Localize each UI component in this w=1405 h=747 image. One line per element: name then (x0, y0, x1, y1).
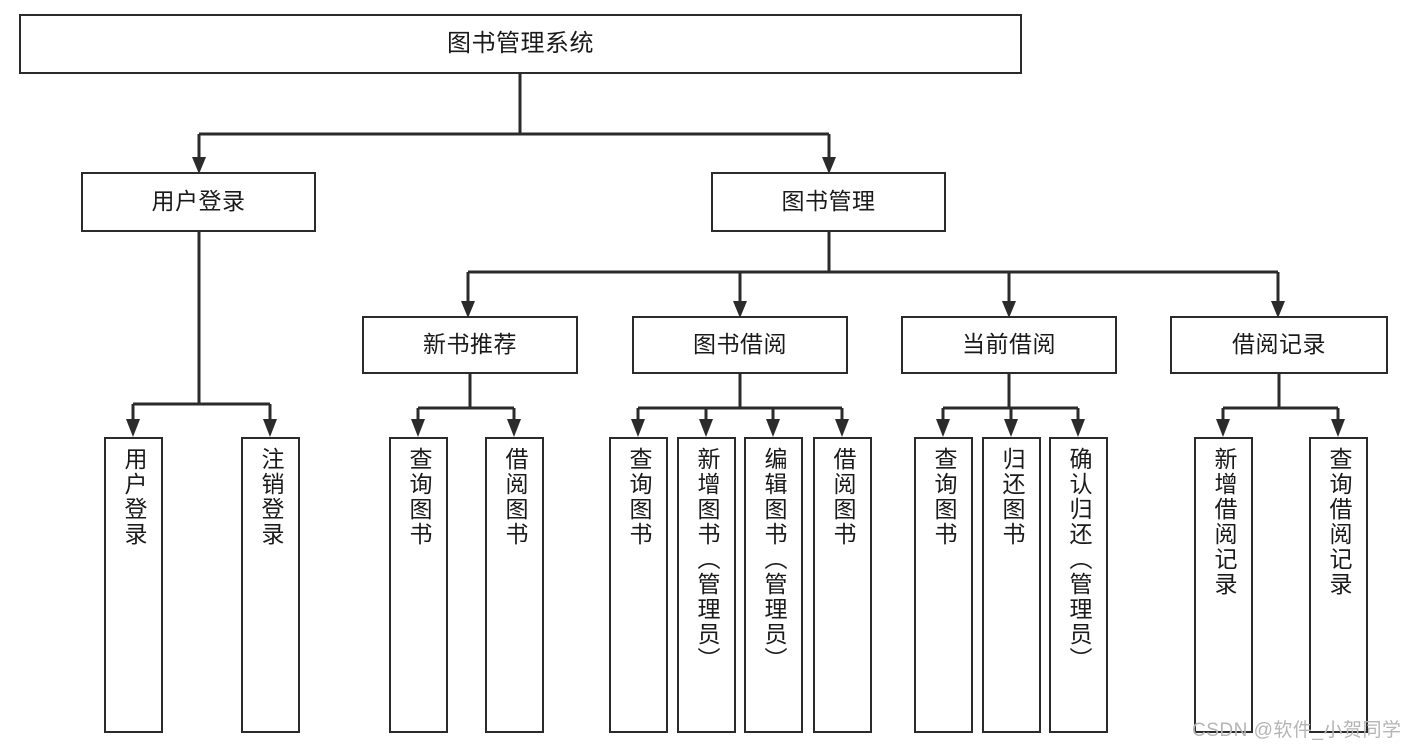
node-label: 图书借阅 (693, 331, 787, 358)
node-leaf-query-borrow-record[interactable]: 查询借阅记录 (1309, 437, 1368, 733)
node-label: 查询借阅记录 (1326, 447, 1352, 597)
node-label: 查询图书 (626, 447, 652, 547)
node-label: 用户登录 (151, 188, 246, 215)
node-root-book-management-system[interactable]: 图书管理系统 (19, 14, 1022, 74)
node-label: 借阅图书 (502, 447, 528, 547)
node-leaf-current-query-book[interactable]: 查询图书 (914, 437, 973, 733)
node-label: 确认归还（管理员） (1066, 447, 1092, 672)
node-label: 编辑图书（管理员） (761, 447, 787, 672)
node-label: 图书管理 (781, 188, 876, 215)
node-label: 新书推荐 (423, 331, 517, 358)
node-label: 归还图书 (999, 447, 1025, 547)
node-book-management[interactable]: 图书管理 (711, 172, 946, 232)
node-label: 注销登录 (258, 447, 284, 547)
node-label: 借阅图书 (830, 447, 856, 547)
node-new-book-recommend[interactable]: 新书推荐 (362, 316, 578, 374)
node-label: 用户登录 (121, 447, 147, 547)
node-leaf-return-book[interactable]: 归还图书 (982, 437, 1041, 733)
node-book-borrow[interactable]: 图书借阅 (632, 316, 848, 374)
node-label: 新增借阅记录 (1211, 447, 1237, 597)
node-leaf-borrow-query-book[interactable]: 查询图书 (609, 437, 668, 733)
watermark-text: CSDN @软件_小贺同学 (1192, 720, 1402, 741)
node-label: 查询图书 (931, 447, 957, 547)
node-leaf-add-book-admin[interactable]: 新增图书（管理员） (677, 437, 736, 733)
node-leaf-confirm-return-admin[interactable]: 确认归还（管理员） (1049, 437, 1108, 733)
node-leaf-recommend-borrow-book[interactable]: 借阅图书 (485, 437, 544, 733)
node-leaf-logout[interactable]: 注销登录 (241, 437, 300, 733)
node-label: 当前借阅 (962, 331, 1056, 358)
node-user-login[interactable]: 用户登录 (81, 172, 316, 232)
node-borrow-record[interactable]: 借阅记录 (1170, 316, 1388, 374)
node-leaf-edit-book-admin[interactable]: 编辑图书（管理员） (744, 437, 803, 733)
node-label: 新增图书（管理员） (694, 447, 720, 672)
node-label: 查询图书 (406, 447, 432, 547)
node-leaf-borrow-book[interactable]: 借阅图书 (813, 437, 872, 733)
node-leaf-user-login[interactable]: 用户登录 (104, 437, 163, 733)
node-leaf-recommend-query-book[interactable]: 查询图书 (389, 437, 448, 733)
node-label: 借阅记录 (1232, 331, 1326, 358)
node-leaf-add-borrow-record[interactable]: 新增借阅记录 (1194, 437, 1253, 733)
node-current-borrow[interactable]: 当前借阅 (901, 316, 1117, 374)
node-label: 图书管理系统 (447, 29, 594, 57)
